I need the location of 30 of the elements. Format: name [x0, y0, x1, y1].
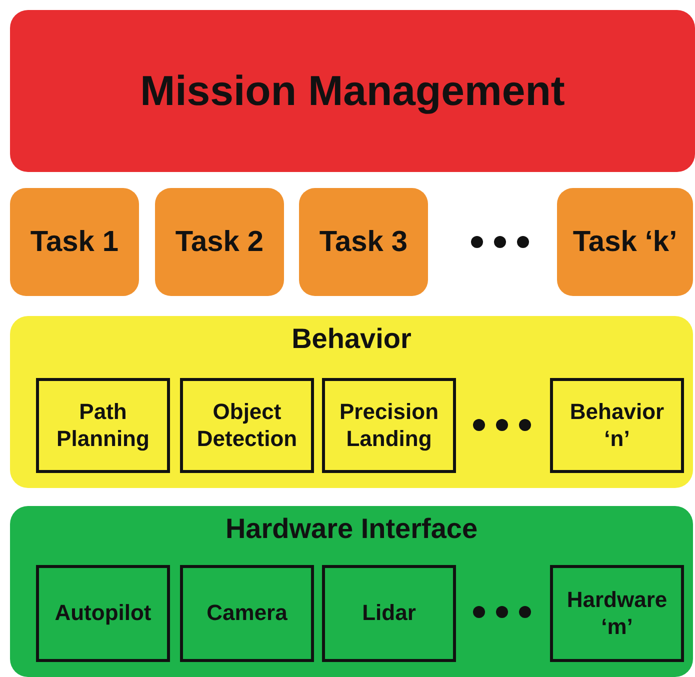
module-box	[550, 378, 684, 473]
module-box	[180, 378, 314, 473]
task-box	[10, 188, 139, 296]
band-title: Hardware Interface	[224, 512, 479, 546]
box-label: Lidar	[361, 600, 417, 627]
task-box	[299, 188, 428, 296]
box-label: Object Detection	[196, 399, 298, 452]
box-label: Precision Landing	[338, 399, 440, 452]
module-box	[322, 378, 456, 473]
banner-title: Mission Management	[139, 66, 566, 116]
module-box	[550, 565, 684, 662]
box-label: Task 2	[174, 224, 265, 260]
box-label: Task 3	[318, 224, 409, 260]
box-label: Camera	[206, 600, 288, 627]
mission-banner	[10, 10, 695, 172]
hardware-band	[10, 506, 693, 677]
box-label: Task ‘k’	[572, 224, 678, 260]
module-box	[36, 378, 170, 473]
behavior-band	[10, 316, 693, 488]
box-label: Autopilot	[54, 600, 152, 627]
module-box	[36, 565, 170, 662]
band-title: Behavior	[290, 322, 412, 356]
module-box	[180, 565, 314, 662]
box-label: Task 1	[29, 224, 120, 260]
box-label: Hardware ‘m’	[566, 587, 668, 640]
task-box	[557, 188, 693, 296]
box-label: Path Planning	[56, 399, 150, 452]
box-label: Behavior ‘n’	[568, 399, 666, 452]
task-box	[155, 188, 284, 296]
module-box	[322, 565, 456, 662]
